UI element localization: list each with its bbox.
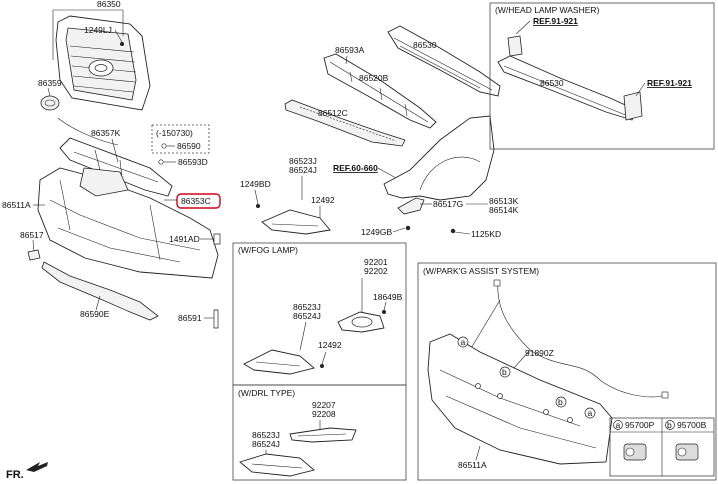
label-86523J-fog: 86523J	[293, 302, 321, 312]
label-86512C: 86512C	[318, 108, 348, 118]
rail-washer	[497, 35, 643, 121]
date-code-box	[151, 124, 210, 154]
label-86593D: 86593D	[178, 157, 208, 167]
lower-lip-86590E	[41, 261, 159, 321]
label-86523J-top: 86523J	[289, 156, 317, 166]
label-86513K: 86513K	[489, 196, 519, 206]
svg-text:b: b	[667, 420, 672, 430]
label-1491AD: 1491AD	[169, 234, 200, 244]
label-86530-washer: 86530	[540, 78, 564, 88]
label-86511A-park: 86511A	[458, 460, 487, 470]
sensor-a-header: a	[613, 420, 623, 430]
label-86514K: 86514K	[489, 205, 519, 215]
label-12492-top: 12492	[311, 195, 335, 205]
svg-text:a: a	[616, 420, 621, 430]
marker-b-1: b	[499, 366, 511, 378]
label-95700P: 95700P	[625, 420, 655, 430]
sensor-95700P	[623, 443, 647, 461]
label-18649B: 18649B	[373, 292, 403, 302]
label-86350: 86350	[97, 0, 121, 9]
label-86517G: 86517G	[433, 199, 463, 209]
label-86359: 86359	[38, 78, 62, 88]
highlight-86353C-box[interactable]	[176, 193, 221, 209]
lower-grille-86512C	[284, 99, 406, 147]
label-86511A-main: 86511A	[2, 200, 31, 210]
label-86357K: 86357K	[91, 128, 121, 138]
label-1249LJ: 1249LJ	[84, 25, 112, 35]
label-date-code: (-150730)	[156, 128, 193, 138]
label-92207: 92207	[312, 400, 336, 410]
upper-molding	[59, 137, 173, 197]
label-92208: 92208	[312, 409, 336, 419]
sensor-b-header: b	[665, 420, 675, 430]
label-1249BD: 1249BD	[240, 179, 271, 189]
fender	[383, 115, 495, 201]
box-head-lamp-washer	[489, 2, 715, 150]
drl-lamp	[289, 427, 357, 443]
label-86524J-drl: 86524J	[252, 439, 280, 449]
marker-a-1: a	[457, 336, 469, 348]
label-91890Z: 91890Z	[525, 348, 554, 358]
label-fender-ref[interactable]: REF.60-660	[333, 163, 378, 173]
fog-cover-fogbox	[243, 349, 315, 375]
svg-text:a: a	[461, 337, 466, 347]
svg-text:a: a	[588, 408, 593, 418]
label-86590E: 86590E	[80, 309, 110, 319]
front-arrow-icon	[26, 462, 48, 472]
label-86593A: 86593A	[335, 45, 365, 55]
svg-text:b: b	[558, 397, 563, 407]
label-86520B: 86520B	[359, 73, 389, 83]
emblem	[40, 95, 60, 111]
label-86517: 86517	[20, 230, 44, 240]
label-86523J-drl: 86523J	[252, 430, 280, 440]
marker-a-2: a	[584, 407, 596, 419]
box-title-fog-lamp: (W/FOG LAMP)	[238, 245, 298, 255]
radiator-grille-assembly	[55, 15, 151, 111]
fog-cover-center	[261, 209, 331, 235]
label-front: FR.	[6, 469, 24, 481]
absorber-86520B	[323, 53, 437, 129]
bracket-86517	[27, 249, 41, 261]
box-title-head-lamp-washer: (W/HEAD LAMP WASHER)	[495, 5, 600, 15]
label-92202: 92202	[364, 266, 388, 276]
drl-cover	[239, 453, 315, 477]
box-park-assist	[417, 262, 717, 481]
sensor-95700B	[675, 443, 699, 461]
svg-text:b: b	[502, 367, 507, 377]
box-title-park-assist: (W/PARK'G ASSIST SYSTEM)	[423, 266, 539, 276]
label-86524J-top: 86524J	[289, 165, 317, 175]
front-bumper-cover	[37, 167, 219, 279]
box-drl	[232, 384, 407, 481]
label-ref-91-921-b[interactable]: REF.91-921	[647, 78, 692, 88]
label-86591: 86591	[178, 313, 202, 323]
label-12492-fog: 12492	[318, 340, 342, 350]
fender-bracket	[397, 197, 425, 215]
label-86353C: 86353C	[181, 196, 211, 206]
box-title-drl: (W/DRL TYPE)	[238, 388, 295, 398]
label-95700B: 95700B	[677, 420, 707, 430]
marker-b-2: b	[555, 396, 567, 408]
label-1249GB: 1249GB	[361, 227, 393, 237]
bumper-park-assist	[427, 333, 613, 465]
label-86530-top: 86530	[413, 40, 437, 50]
label-ref-91-921-a[interactable]: REF.91-921	[533, 16, 578, 26]
fog-lamp	[337, 311, 385, 333]
label-86590: 86590	[177, 141, 201, 151]
label-1125KD: 1125KD	[471, 229, 501, 239]
bumper-rail-86530	[387, 25, 501, 97]
label-92201: 92201	[364, 257, 388, 267]
label-86524J-fog: 86524J	[293, 311, 321, 321]
